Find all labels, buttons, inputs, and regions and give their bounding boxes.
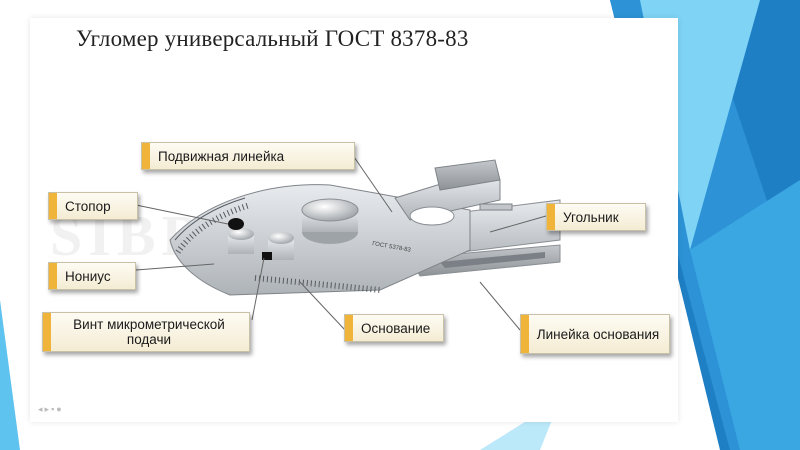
leader-micrometer [251,257,265,321]
slideshow-controls: ◂▸▪● [38,404,64,415]
micrometer-knob-body [268,238,294,260]
leader-square [489,215,547,233]
leader-stopper [135,204,229,225]
callout-base-ruler: Линейка основания [520,314,670,354]
slide-title: Угломер универсальный ГОСТ 8378-83 [76,26,469,51]
callout-tab [49,193,57,219]
callout-movable-ruler: Подвижная линейка [141,142,355,170]
callout-tab [521,315,529,353]
callout-vernier: Нониус [48,262,136,290]
movable-ruler-clamp [434,159,501,191]
leader-base-ruler [479,281,521,331]
leader-base [299,281,346,331]
callout-base: Основание [344,314,444,342]
callout-tab [345,315,353,341]
deco-facet-lower [690,180,800,450]
callout-stopper: Стопор [48,192,138,220]
scale-arc [174,197,246,241]
ruler-cutout [409,206,455,226]
scale-ticks [175,202,251,254]
leader-vernier [135,263,215,271]
callout-label: Нониус [65,268,111,284]
ruler-pin [479,203,513,211]
base-scale-ticks [254,275,381,293]
callout-square: Угольник [546,203,646,231]
center-knob-top [301,198,359,222]
stopper-cap [228,218,244,230]
deco-facet-left [0,300,20,450]
micrometer-knob-top [268,232,294,244]
callout-label: Винт микрометрической подачи [73,317,225,347]
leader-movable-ruler [351,153,393,213]
base-ruler-slot [440,252,545,268]
callout-micrometer-screw: Винт микрометрической подачи [42,312,250,352]
callout-label: Основание [361,320,431,336]
callout-tab [142,143,150,169]
menu-icon[interactable]: ▪ [51,404,57,414]
micrometer-nut [262,252,272,260]
callout-tab [49,263,57,289]
stopper-knob-top [228,228,254,240]
callout-label: Угольник [563,209,619,225]
zoom-icon[interactable]: ● [56,404,64,414]
callout-label: Стопор [65,198,111,214]
callout-tab [547,204,555,230]
callout-tab [43,313,51,351]
callout-label: Линейка основания [536,326,660,342]
forward-icon[interactable]: ▸ [44,404,52,414]
back-icon[interactable]: ◂ [38,404,45,414]
callout-label: Подвижная линейка [158,148,285,164]
